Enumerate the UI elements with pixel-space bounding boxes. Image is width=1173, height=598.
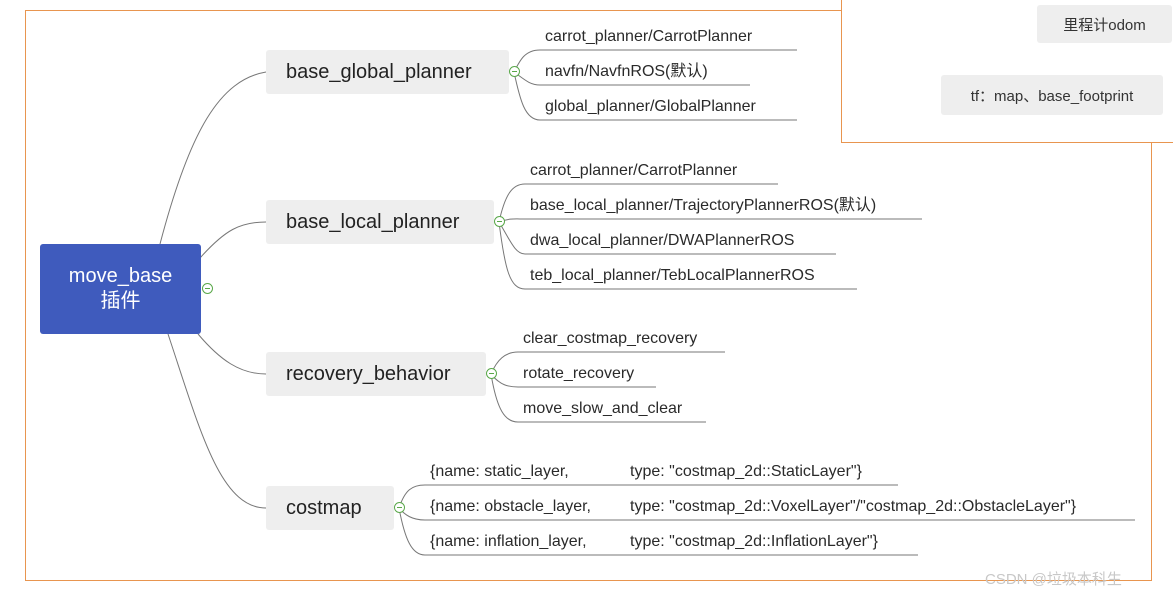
link-local-1 — [498, 218, 922, 223]
inset-tf-label: tf：map、base_footprint — [970, 87, 1134, 105]
inset-odom-label: 里程计odom — [1063, 16, 1146, 34]
link-global-2 — [513, 71, 797, 121]
inset-node-tf[interactable]: tf：map、base_footprint — [941, 75, 1163, 115]
link-costmap-2 — [398, 507, 918, 556]
leaf-carrot-planner-local[interactable]: carrot_planner/CarrotPlanner — [530, 162, 738, 179]
leaf-obstacle-layer-name[interactable]: {name: obstacle_layer, — [430, 498, 591, 515]
leaf-navfn[interactable]: navfn/NavfnROS(默认) — [545, 63, 708, 80]
leaf-inflation-layer-type[interactable]: type: "costmap_2d::InflationLayer"} — [630, 533, 878, 550]
leaf-obstacle-layer-type[interactable]: type: "costmap_2d::VoxelLayer"/"costmap_… — [630, 498, 1077, 515]
link-root-costmap — [167, 333, 267, 509]
leaf-carrot-planner-global[interactable]: carrot_planner/CarrotPlanner — [545, 28, 753, 45]
leaf-move-slow-and-clear[interactable]: move_slow_and_clear — [523, 400, 683, 417]
leaf-inflation-layer-name[interactable]: {name: inflation_layer, — [430, 533, 587, 550]
leaf-static-layer-name[interactable]: {name: static_layer, — [430, 463, 569, 480]
branch-label: base_local_planner — [286, 210, 460, 233]
root-title: move_base — [68, 265, 173, 287]
collapse-toggle-icon[interactable] — [509, 66, 520, 77]
collapse-toggle-icon[interactable] — [202, 283, 213, 294]
link-local-3 — [498, 221, 857, 290]
collapse-toggle-icon[interactable] — [494, 216, 505, 227]
link-root-recovery — [197, 333, 267, 375]
diagram-frame — [25, 10, 1152, 581]
inset-node-odom[interactable]: 里程计odom — [1037, 5, 1172, 43]
link-local-0 — [498, 183, 778, 223]
leaf-static-layer-type[interactable]: type: "costmap_2d::StaticLayer"} — [630, 463, 862, 480]
link-root-local — [199, 221, 267, 259]
leaf-trajectory-planner[interactable]: base_local_planner/TrajectoryPlannerROS(… — [530, 197, 877, 214]
root-subtitle: 插件 — [100, 290, 141, 312]
leaf-teb-planner[interactable]: teb_local_planner/TebLocalPlannerROS — [530, 267, 815, 284]
branch-recovery-behavior[interactable]: recovery_behavior — [266, 352, 486, 396]
branch-base-global-planner[interactable]: base_global_planner — [266, 50, 509, 94]
collapse-toggle-icon[interactable] — [486, 368, 497, 379]
branch-label: costmap — [286, 496, 362, 519]
link-recovery-2 — [490, 373, 706, 423]
branch-label: base_global_planner — [286, 60, 472, 83]
leaf-dwa-planner[interactable]: dwa_local_planner/DWAPlannerROS — [530, 232, 795, 249]
watermark: CSDN @垃圾本科生 — [985, 571, 1122, 588]
branch-costmap[interactable]: costmap — [266, 486, 394, 530]
leaf-rotate-recovery[interactable]: rotate_recovery — [523, 365, 635, 382]
branch-base-local-planner[interactable]: base_local_planner — [266, 200, 494, 244]
link-root-global — [159, 71, 267, 245]
inset-panel: 里程计odom tf：map、base_footprint — [841, 0, 1173, 143]
link-local-2 — [498, 221, 836, 255]
leaf-clear-costmap-recovery[interactable]: clear_costmap_recovery — [523, 330, 698, 347]
collapse-toggle-icon[interactable] — [394, 502, 405, 513]
root-node-move-base[interactable]: move_base 插件 — [40, 244, 201, 334]
leaf-global-planner[interactable]: global_planner/GlobalPlanner — [545, 98, 756, 115]
branch-label: recovery_behavior — [286, 362, 451, 385]
